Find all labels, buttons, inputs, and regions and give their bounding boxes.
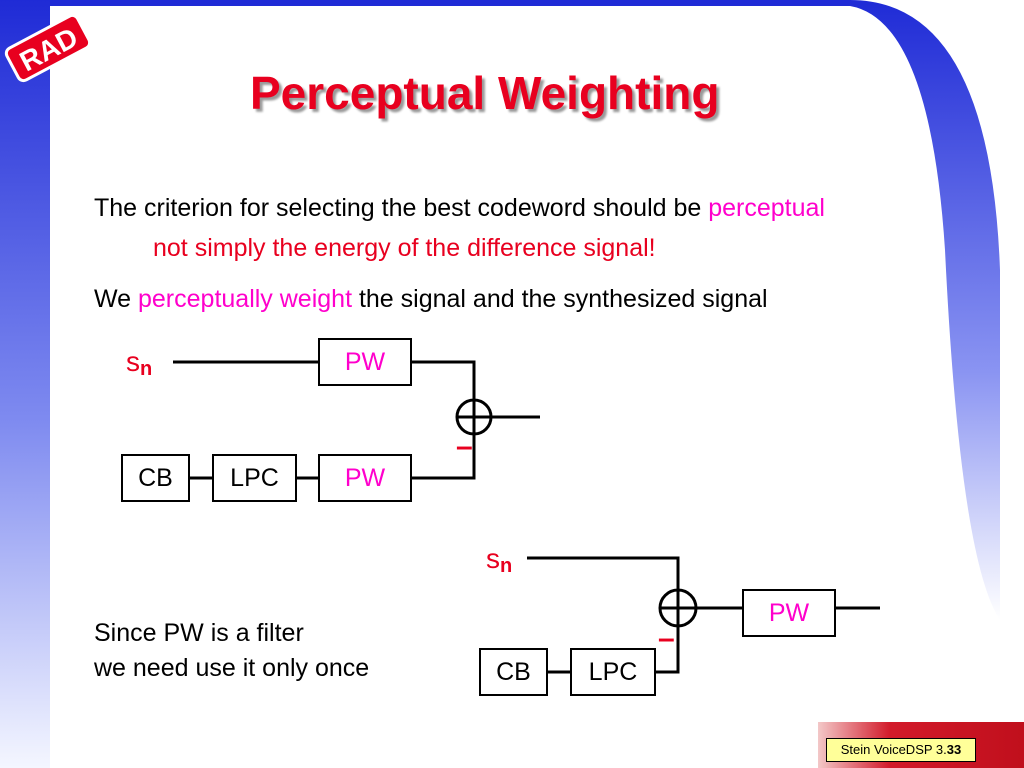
bottom-input-subscript: n — [500, 555, 513, 577]
bottom-minus-sign: – — [658, 622, 675, 655]
perceptually-weight-phrase: perceptually weight — [138, 285, 353, 313]
top-pw-box: PW — [318, 338, 412, 386]
top-minus-sign: – — [456, 430, 473, 463]
left-bar — [0, 0, 50, 768]
footer-label: Stein VoiceDSP 3.33 — [826, 738, 976, 762]
footer-prefix: Stein VoiceDSP 3. — [840, 742, 947, 757]
criterion-text: The criterion for selecting the best cod… — [94, 194, 709, 222]
bottom-diagram-wires — [527, 556, 880, 674]
top-cb-box: CB — [121, 454, 190, 502]
bottom-lpc-box: LPC — [570, 648, 656, 696]
weight-line: We perceptually weight the signal and th… — [94, 285, 768, 314]
bottom-input-s: s — [486, 543, 500, 574]
single-pw-box: PW — [742, 589, 836, 637]
perceptual-word: perceptual — [708, 194, 825, 222]
bottom-pw-box-top-diagram: PW — [318, 454, 412, 502]
note-line-2: we need use it only once — [94, 654, 370, 682]
energy-line: not simply the energy of the difference … — [153, 234, 656, 262]
top-input-subscript: n — [140, 358, 153, 380]
top-diagram-wires — [173, 360, 540, 480]
weight-rest: the signal and the synthesized signal — [352, 285, 768, 313]
criterion-line: The criterion for selecting the best cod… — [94, 194, 825, 223]
footer-page-number: 33 — [946, 742, 962, 757]
top-input-s: s — [126, 346, 140, 377]
bottom-cb-box: CB — [479, 648, 548, 696]
bottom-input-signal: sn — [486, 543, 512, 578]
slide-title: Perceptual Weighting — [250, 67, 720, 119]
top-bar — [50, 0, 850, 6]
note-line-1: Since PW is a filter — [94, 619, 304, 647]
top-input-signal: sn — [126, 346, 152, 381]
right-arc — [850, 0, 1000, 620]
weight-we: We — [94, 285, 138, 313]
top-lpc-box: LPC — [212, 454, 297, 502]
